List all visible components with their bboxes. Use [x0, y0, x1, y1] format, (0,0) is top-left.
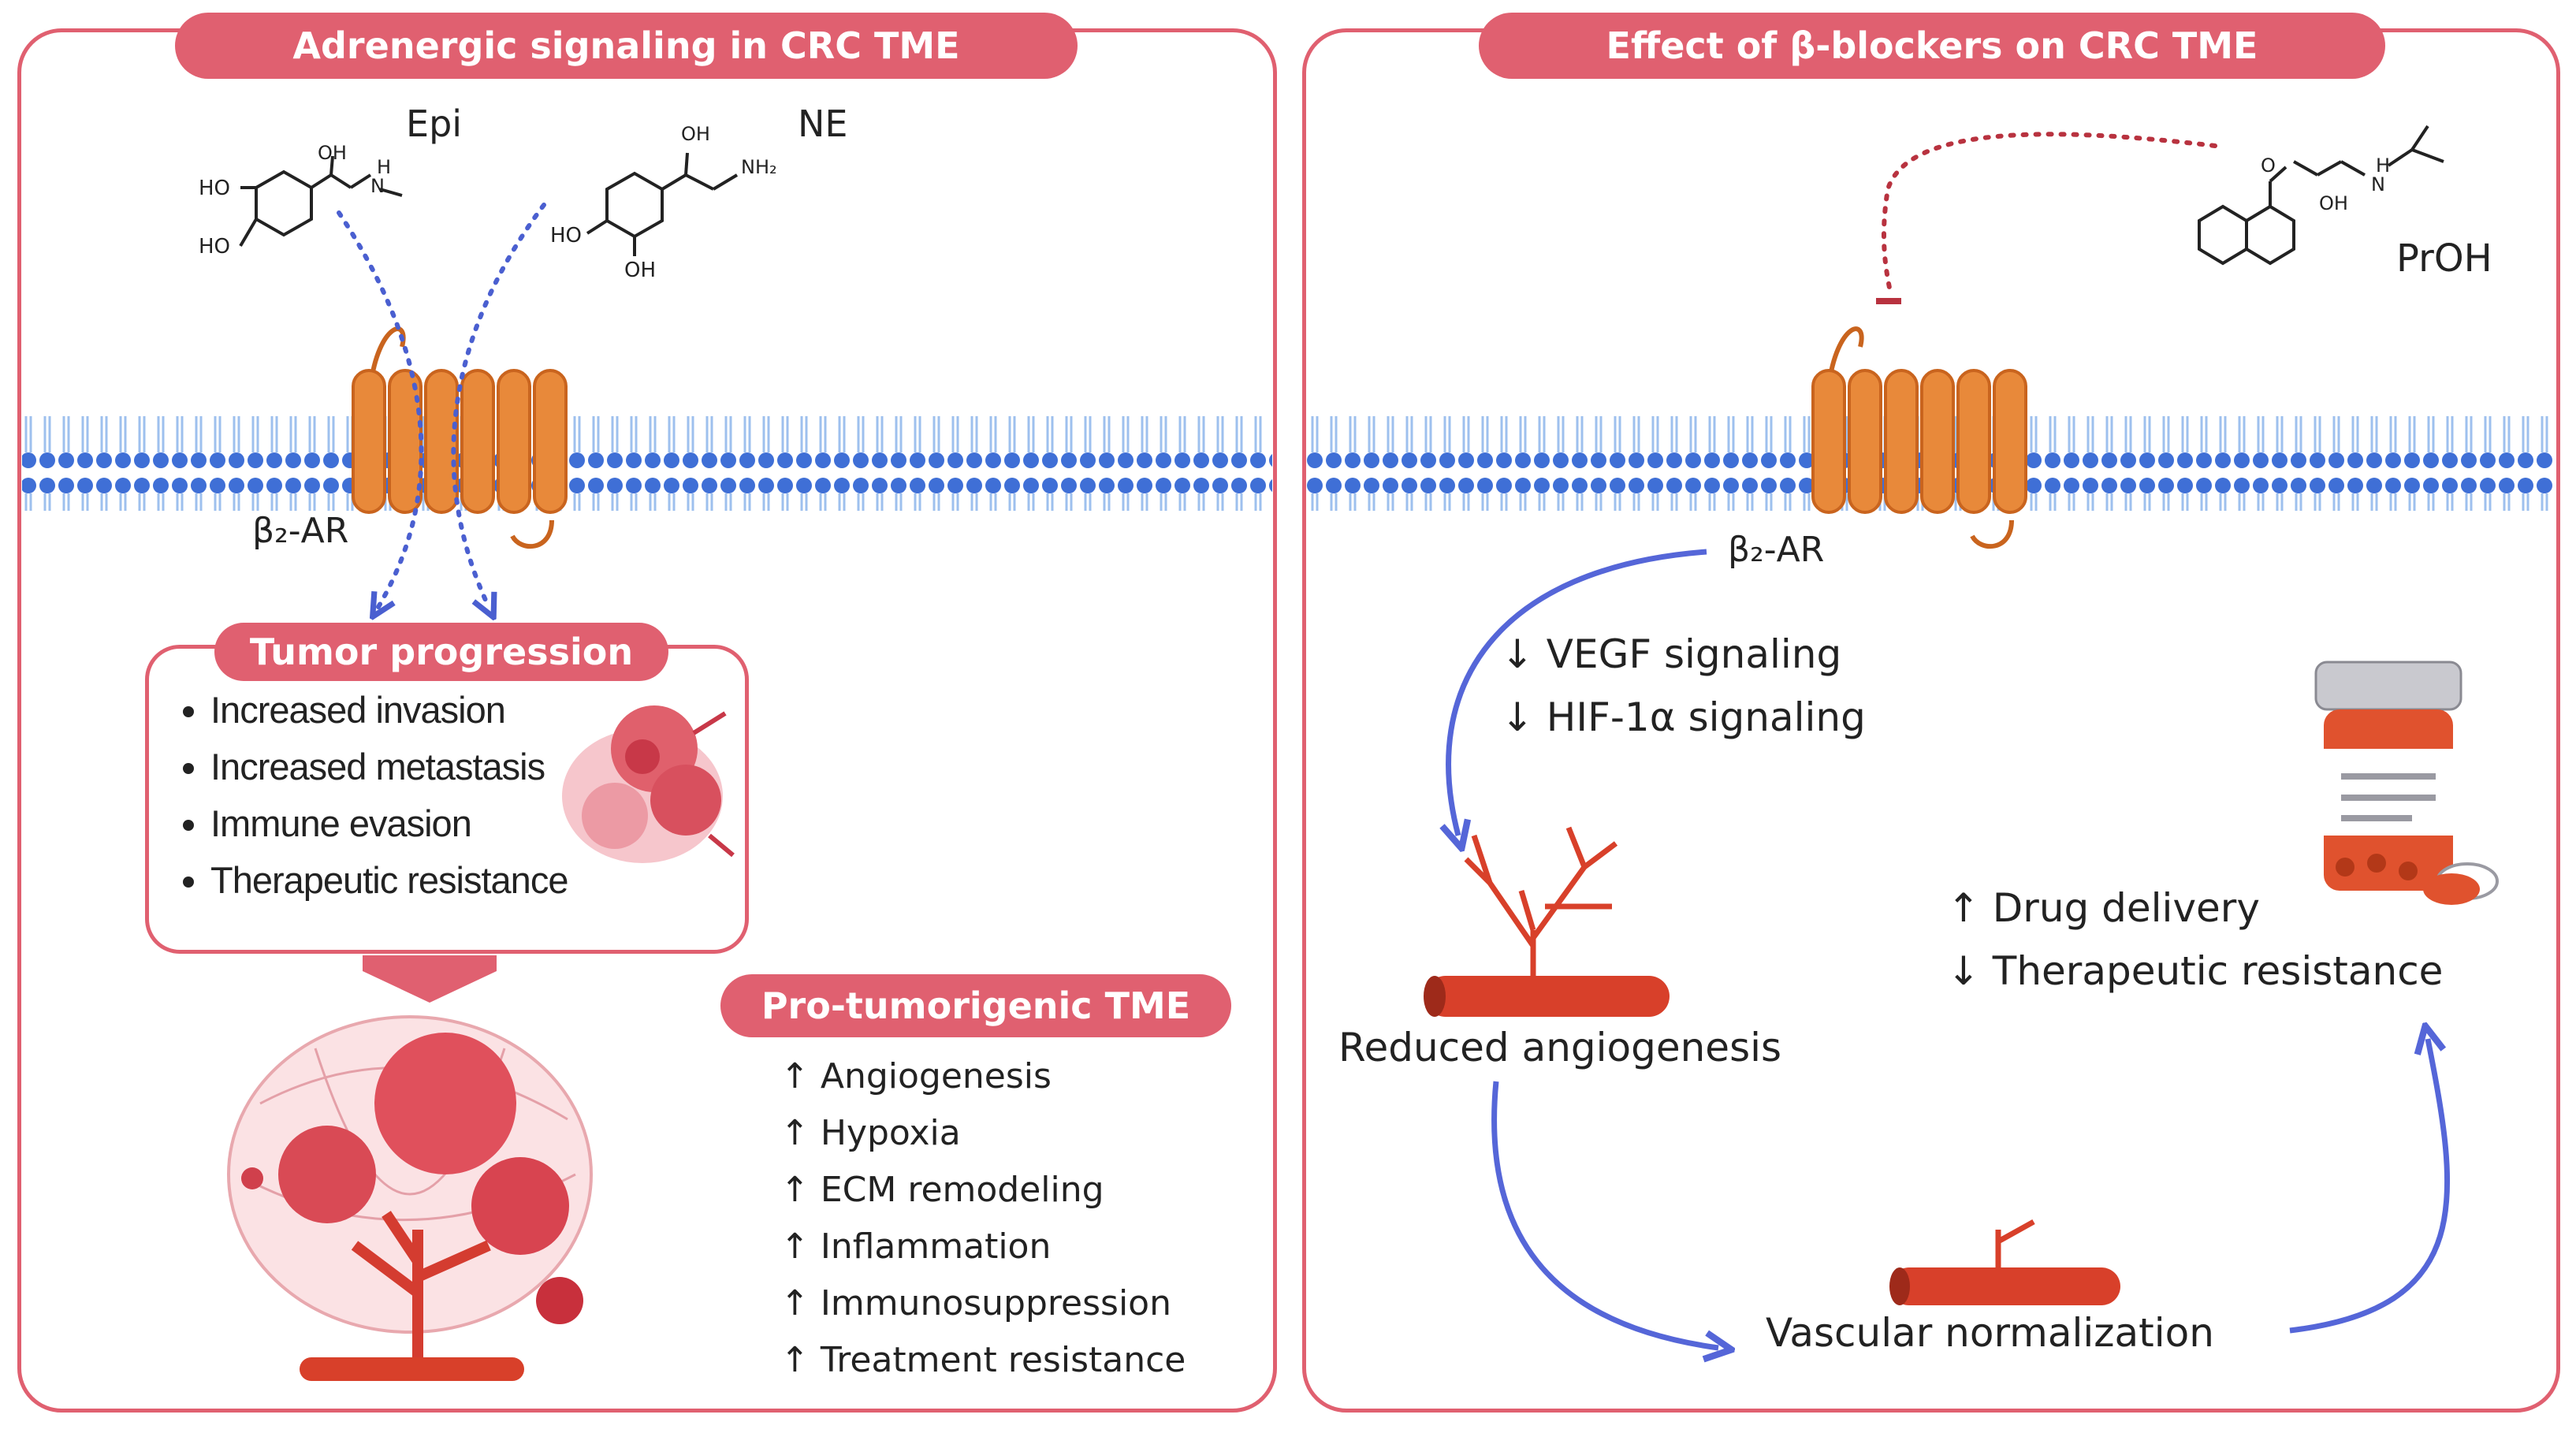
proh-structure [2198, 125, 2444, 266]
tumor-cluster-icon [562, 705, 735, 863]
ne-atom-oh: OH [681, 123, 710, 145]
tumor-progression-box: Increased invasion Increased metastasis … [145, 645, 749, 954]
list-item: ↑ Drug delivery [1947, 885, 2260, 931]
epi-atom-ho2: HO [199, 235, 231, 259]
list-item: Increased invasion [210, 682, 568, 739]
outcome-list: ↑ Drug delivery ↓ Therapeutic resistance [1947, 877, 2443, 1003]
tumor-progression-list: Increased invasion Increased metastasis … [181, 682, 568, 909]
ne-atom-ho: HO [550, 224, 583, 248]
epi-atom-ho1: HO [199, 177, 231, 200]
ne-structure [586, 152, 739, 256]
pill-bottle-icon [2314, 661, 2499, 905]
receptor-label-left: β₂-AR [252, 511, 349, 551]
tumor-progression-title: Tumor progression [214, 623, 668, 681]
reduced-angiogenesis-label: Reduced angiogenesis [1338, 1025, 1782, 1070]
list-item: ↑ Treatment resistance [780, 1340, 1186, 1380]
epi-atom-h: H [377, 156, 392, 178]
drug-atom-h: H [2376, 154, 2391, 177]
list-item: ↑ Immunosuppression [780, 1283, 1171, 1323]
receptor-left [352, 326, 568, 549]
right-title: Effect of β-blockers on CRC TME [1479, 13, 2385, 79]
list-item: ↓ VEGF signaling [1501, 631, 1842, 677]
list-item: Therapeutic resistance [210, 852, 568, 909]
list-item: ↑ ECM remodeling [780, 1170, 1104, 1210]
tumor-mass-illustration [227, 1015, 593, 1381]
ne-dotted-arrow [451, 203, 546, 607]
arrow-normalization-to-outcome [2289, 1039, 2451, 1334]
ne-label: NE [798, 102, 848, 145]
vascular-normalization-label: Vascular normalization [1766, 1310, 2214, 1356]
tme-list: ↑ Angiogenesis ↑ Hypoxia ↑ ECM remodelin… [780, 1048, 1186, 1389]
arrow-receptor-to-angio [1449, 549, 1707, 836]
ne-atom-oh2: OH [624, 259, 657, 282]
progression-chevron [363, 955, 497, 1003]
epi-structure [239, 155, 403, 248]
arrow-angio-to-normalization [1491, 1081, 1718, 1348]
list-item: Increased metastasis [210, 739, 568, 795]
drug-atom-n: N [2371, 173, 2385, 195]
epi-label: Epi [406, 102, 463, 145]
membrane-left [22, 416, 1272, 511]
sprouting-vessel-icon [1424, 826, 1670, 1017]
drug-atom-o: O [2261, 154, 2276, 177]
normal-vessel-icon [1889, 1219, 2120, 1305]
list-item: Immune evasion [210, 795, 568, 852]
list-item: ↓ Therapeutic resistance [1947, 948, 2444, 994]
epi-dotted-arrow [337, 210, 424, 607]
epi-atom-oh: OH [318, 142, 347, 164]
inhibition-dotted-line [1882, 132, 2217, 294]
list-item: ↑ Inflammation [780, 1226, 1052, 1267]
list-item: ↑ Angiogenesis [780, 1056, 1052, 1096]
signaling-list: ↓ VEGF signaling ↓ HIF-1α signaling [1501, 623, 1866, 749]
epi-atom-n: N [370, 175, 385, 197]
receptor-label-right: β₂-AR [1728, 530, 1825, 570]
tme-title: Pro-tumorigenic TME [720, 974, 1231, 1037]
list-item: ↑ Hypoxia [780, 1113, 961, 1153]
drug-atom-oh: OH [2319, 192, 2348, 214]
list-item: ↓ HIF-1α signaling [1501, 694, 1866, 740]
receptor-right [1811, 326, 2027, 549]
left-title: Adrenergic signaling in CRC TME [175, 13, 1078, 79]
drug-label: PrOH [2396, 236, 2492, 281]
ne-atom-nh2: NH₂ [741, 156, 777, 178]
